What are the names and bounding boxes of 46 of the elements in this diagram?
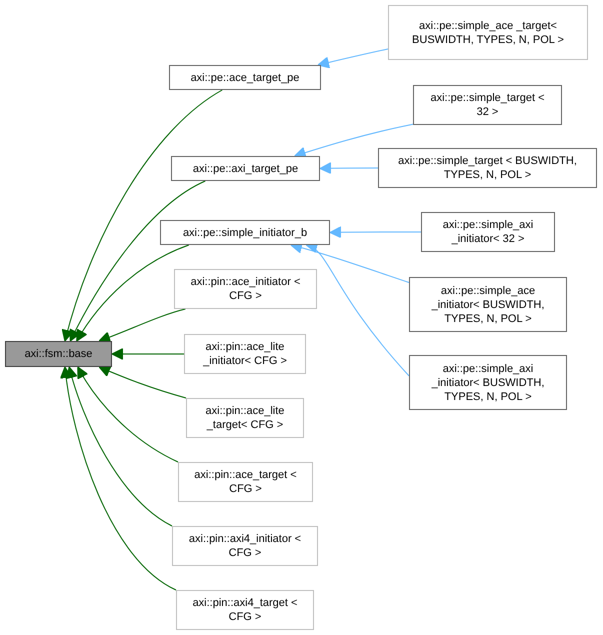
- class-box: [421, 212, 555, 252]
- class-box: [176, 590, 314, 630]
- class-name: axi::pin::axi4_target < CFG >: [192, 596, 298, 624]
- class-box: [409, 277, 567, 332]
- inheritance-arrow: [76, 244, 190, 342]
- inheritance-arrow: [66, 366, 172, 526]
- class-name: axi::pe::simple_initiator_b: [182, 226, 308, 240]
- class-box: [171, 156, 320, 181]
- inheritance-arrow: [294, 124, 414, 158]
- class-name: axi::pe::simple_ace _target< BUSWIDTH, TYPES, N, POL >: [411, 18, 565, 46]
- class-name: axi::pe::simple_target < 32 >: [429, 91, 546, 119]
- class-name: axi::pe::axi_target_pe: [192, 162, 298, 176]
- inheritance-arrow: [111, 348, 184, 360]
- class-box: [184, 334, 306, 374]
- class-box: [409, 355, 567, 410]
- class-box: [160, 220, 330, 245]
- class-name: axi::pe::simple_target < BUSWIDTH, TYPES, N, POL >: [397, 154, 578, 182]
- class-box: [5, 341, 112, 367]
- class-name: axi::pe::simple_axi _initiator< 32 >: [442, 218, 534, 246]
- class-name: axi::pin::ace_initiator < CFG >: [190, 275, 302, 303]
- class-name: axi::pin::ace_lite _initiator< CFG >: [202, 340, 288, 368]
- class-name: axi::fsm::base: [24, 347, 92, 361]
- inheritance-arrow: [62, 90, 223, 342]
- class-name: axi::pe::ace_target_pe: [190, 70, 300, 84]
- class-name: axi::pe::simple_ace _initiator< BUSWIDTH, TYPES, N, POL >: [430, 284, 546, 326]
- inheritance-arrow: [319, 162, 378, 174]
- class-box: [174, 269, 317, 309]
- class-box: [378, 148, 597, 188]
- class-name: axi::pe::simple_axi _initiator< BUSWIDTH, TYPES, N, POL >: [430, 362, 546, 404]
- inheritance-arrow: [98, 366, 186, 398]
- inheritance-arrow: [60, 366, 176, 590]
- class-box: [388, 5, 588, 60]
- class-box: [172, 526, 318, 566]
- inheritance-arrow: [77, 366, 178, 462]
- class-name: axi::pin::axi4_initiator < CFG >: [188, 532, 302, 560]
- class-name: axi::pin::ace_target < CFG >: [193, 468, 298, 496]
- inheritance-arrow: [329, 226, 422, 238]
- inheritance-arrow: [306, 243, 410, 376]
- class-name: axi::pin::ace_lite _target< CFG >: [204, 404, 286, 432]
- class-box: [413, 85, 562, 125]
- inheritance-arrow: [317, 48, 388, 68]
- inheritance-arrow: [98, 308, 186, 343]
- class-box: [186, 398, 304, 438]
- inheritance-arrow: [70, 180, 206, 342]
- class-box: [169, 65, 321, 90]
- class-box: [178, 462, 313, 502]
